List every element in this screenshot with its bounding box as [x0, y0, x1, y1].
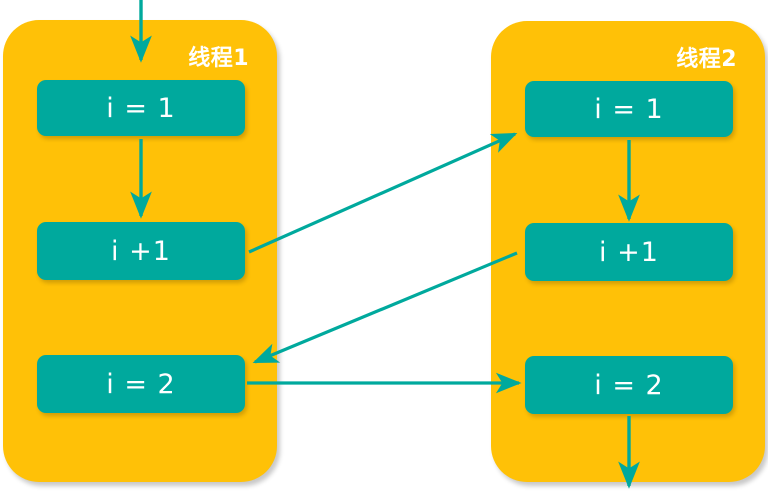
thread-2-step-1-box[interactable]: i = 1: [525, 81, 733, 137]
thread-1-step-3-box[interactable]: i = 2: [37, 355, 245, 413]
thread-2-label: 线程2: [676, 47, 737, 72]
thread-2-step-3-label: i = 2: [594, 369, 664, 401]
t2-step2-to-t1-step3-arrow-icon: [252, 251, 518, 364]
thread-1-step-2-box[interactable]: i +1: [37, 222, 245, 280]
thread-2-step-1-label: i = 1: [594, 93, 664, 125]
thread-1-step-3-label: i = 2: [106, 368, 176, 400]
thread-2-step-2-box[interactable]: i +1: [525, 223, 733, 281]
thread-2-step-2-label: i +1: [599, 236, 659, 268]
t1-step2-to-t2-step1-arrow-icon: [248, 132, 518, 254]
thread-1-step-2-label: i +1: [111, 235, 171, 267]
thread-1-label: 线程1: [188, 46, 249, 71]
thread-1-step-1-box[interactable]: i = 1: [37, 80, 245, 136]
thread-2-step-3-box[interactable]: i = 2: [525, 356, 733, 414]
thread-1-step-1-label: i = 1: [106, 92, 176, 124]
